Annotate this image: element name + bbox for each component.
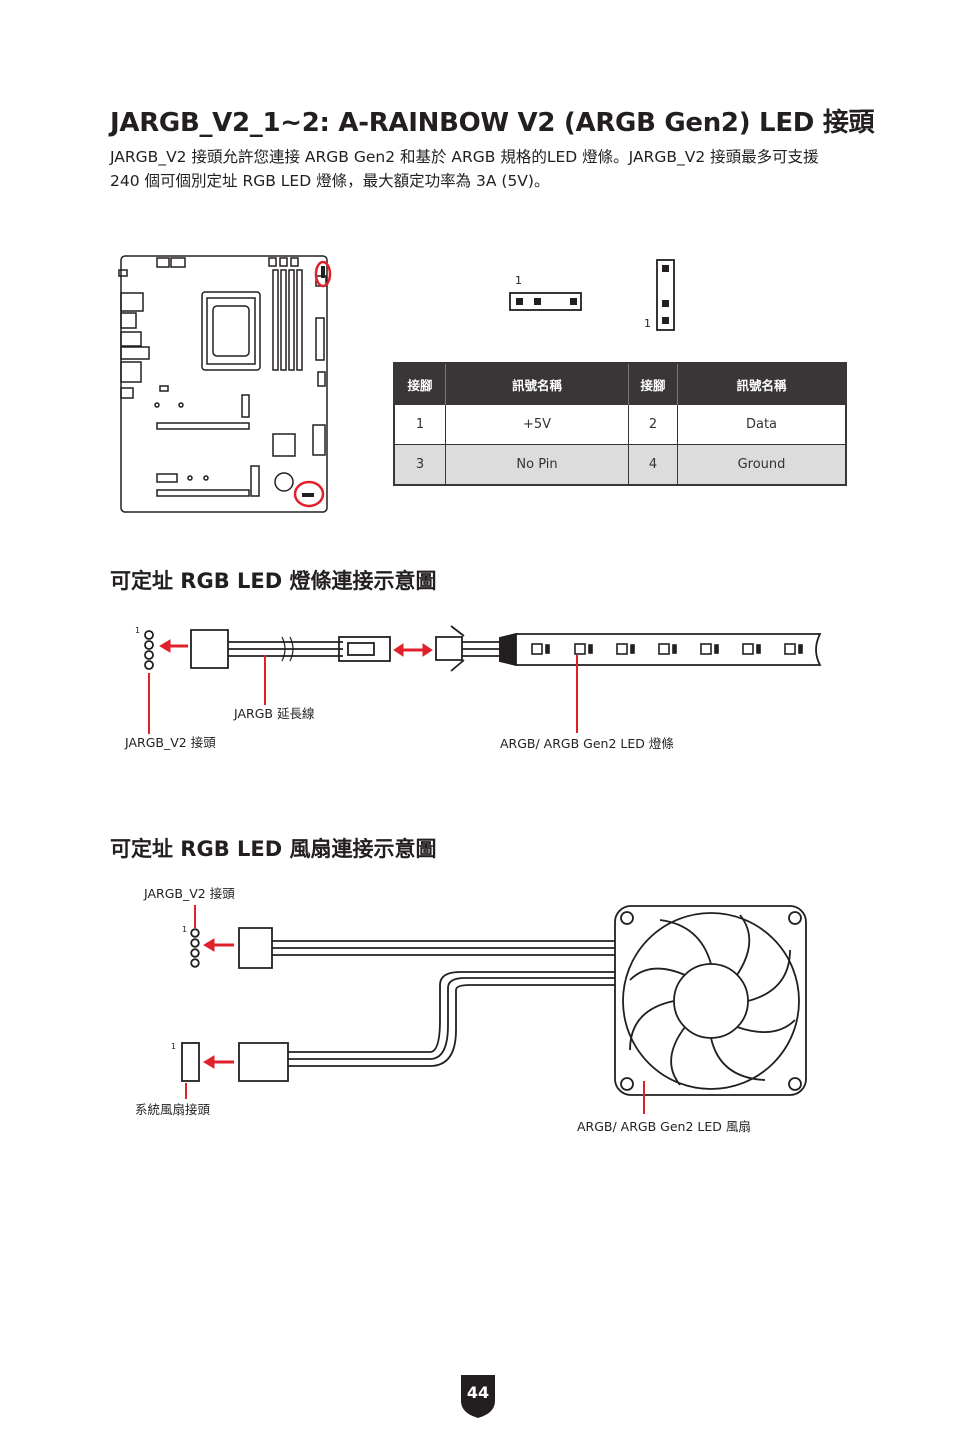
table-cell: Data (677, 404, 847, 445)
strip-connection-diagram (144, 625, 822, 672)
fan-pin-one: 1 (182, 925, 188, 934)
table-cell: +5V (445, 404, 629, 445)
highlight-jargb1 (314, 260, 332, 288)
table-cell: 3 (393, 444, 446, 486)
horizontal-header-diagram (509, 292, 582, 311)
strip-section-heading: 可定址 RGB LED 燈條連接示意圖 (110, 569, 437, 593)
led-strip-label: ARGB/ ARGB Gen2 LED 燈條 (500, 736, 674, 751)
fan-connection-diagram (181, 905, 807, 1096)
strip-leader-lines (148, 655, 578, 734)
strip-led-chips (531, 643, 803, 655)
strip-header-label: JARGB_V2 接頭 (125, 735, 216, 750)
table-header: 訊號名稱 (677, 363, 847, 405)
page-number: 44 (466, 1383, 490, 1402)
table-cell: 4 (628, 444, 678, 486)
table-cell: Ground (677, 444, 847, 486)
pin-one-label-vertical: 1 (644, 317, 651, 330)
sysfan-pin-one: 1 (171, 1042, 177, 1051)
fan-leader-lines (185, 905, 645, 1114)
shield-icon (461, 1375, 495, 1418)
table-header: 接腳 (394, 363, 446, 405)
strip-pin-one: 1 (135, 626, 141, 635)
pin-definition-table: 接腳 訊號名稱 接腳 訊號名稱 1 +5V 2 Data 3 No Pin 4 … (393, 362, 847, 486)
vertical-header-diagram (656, 259, 675, 331)
motherboard-diagram (118, 255, 328, 513)
fan-header-label: JARGB_V2 接頭 (144, 886, 235, 901)
highlight-jargb2 (293, 480, 325, 508)
table-header: 接腳 (628, 363, 678, 405)
table-header: 訊號名稱 (445, 363, 629, 405)
fan-arrows (203, 938, 234, 1069)
table-row: 1 +5V 2 Data (393, 404, 847, 445)
page-number-badge: 44 (459, 1373, 497, 1419)
jargb-extension-label: JARGB 延長線 (234, 706, 315, 721)
table-cell: No Pin (445, 444, 629, 486)
strip-arrows (159, 639, 433, 657)
intro-paragraph: JARGB_V2 接頭允許您連接 ARGB Gen2 和基於 ARGB 規格的L… (110, 148, 819, 190)
fan-section-heading: 可定址 RGB LED 風扇連接示意圖 (110, 837, 437, 861)
table-row: 3 No Pin 4 Ground (393, 444, 847, 486)
system-fan-header-label: 系統風扇接頭 (135, 1102, 211, 1117)
table-cell: 2 (628, 404, 678, 445)
pin-one-label-horizontal: 1 (515, 274, 522, 287)
page-title: JARGB_V2_1~2: A-RAINBOW V2 (ARGB Gen2) L… (110, 108, 875, 138)
table-cell: 1 (393, 404, 446, 445)
led-fan-label: ARGB/ ARGB Gen2 LED 風扇 (577, 1119, 751, 1134)
